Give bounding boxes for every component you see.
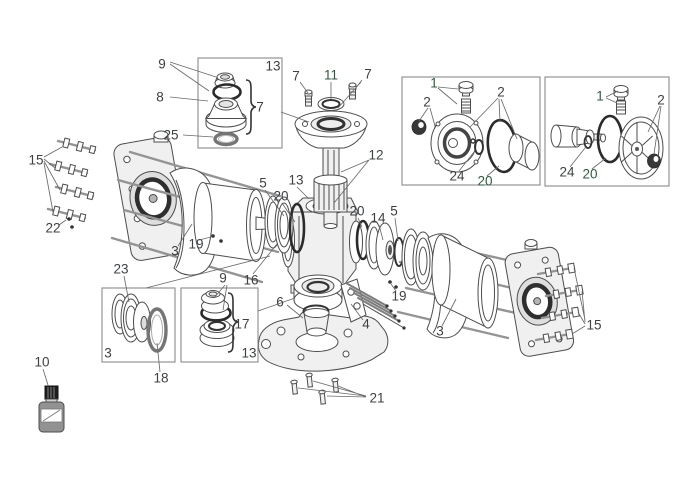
bypass-valve [550,124,606,148]
left-piston-rings [264,195,306,254]
vent-plug-1 [458,81,474,114]
key-pins-19-right [388,280,398,289]
left-stud-bolts [46,137,97,223]
right-flange-top-plug [524,239,538,250]
inset-box-pump-cover [401,76,541,186]
oil-bottle [38,385,65,433]
vent-plug-2 [613,85,629,115]
right-piston-rings [355,219,434,291]
washer-24 [474,139,484,155]
inset-box-seal-kit-small [180,287,259,363]
right-mounting-flange [504,246,575,357]
bottom-bearing-assembly [293,274,343,337]
brace-17 [227,292,239,353]
fan-cover-parts [550,85,664,180]
roller-bushing [508,133,540,171]
seal-kit-top-parts [204,72,257,147]
pump-cover-parts [411,81,540,174]
left-flange-top-plug [153,130,169,143]
key-pins-19-left [211,234,223,243]
inset-box-seal-kit-top [197,57,283,149]
grommet-2 [647,153,661,169]
shaft-bolt-right [348,82,357,100]
mounting-plate [257,308,389,372]
left-mounting-flange [113,136,189,261]
pin-bracket [340,278,367,323]
spoked-cover [618,116,664,180]
piston-kit-parts [111,293,168,353]
shaft-bolt-left [304,89,313,107]
small-o-ring-2 [583,135,593,149]
small-screws-22 [67,217,74,229]
inset-box-fan-cover [544,76,670,187]
pin-bundle [345,282,406,330]
right-stud-bolts [534,262,584,344]
brace-7 [245,79,257,135]
leader-lines [42,61,662,398]
inset-box-piston-kit [101,287,176,363]
seal-kit-small-parts [199,290,239,353]
plate-bolts [290,372,339,405]
output-shaft-assembly [294,82,368,229]
